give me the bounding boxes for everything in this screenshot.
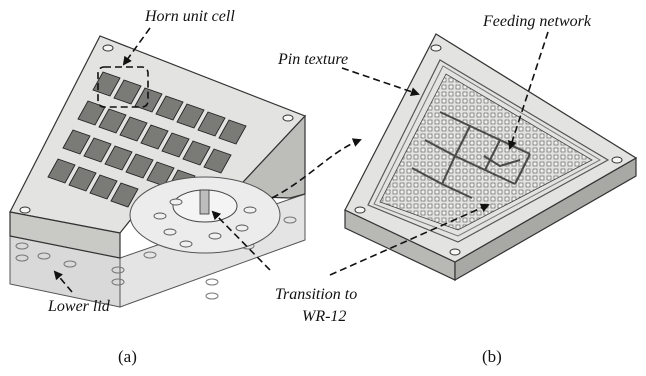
label-horn-unit-cell: Horn unit cell [144,8,235,25]
label-feeding-network: Feeding network [482,13,592,30]
panel-b-feed-plate [344,33,638,282]
mounting-holes-a [19,44,294,214]
horn-unit-cell-highlight [97,66,149,108]
arrow-feeding-network [507,31,549,150]
arrow-curved-link [271,138,362,199]
horn-block-side-right [228,114,306,199]
mounting-holes-b [354,44,623,256]
label-transition-line1: Transition to [275,286,357,303]
caption-a: (a) [118,347,137,366]
caption-b: (b) [482,347,502,366]
label-pin-texture: Pin texture [277,51,348,68]
arrow-lower-lid [53,270,73,293]
annotation-arrows [53,27,549,293]
arrow-horn-unit-cell [122,27,151,66]
arrow-transition-a [211,210,271,271]
arrow-pin-texture [341,67,420,96]
horn-array [47,71,247,208]
panel-a-antenna [9,35,307,308]
horn-block-side-left [9,211,121,259]
feeding-network-paths [411,111,531,199]
label-lower-lid: Lower lid [47,298,111,315]
transition-cutaway [129,176,281,254]
arrow-transition-b [329,203,490,276]
label-transition-line2: WR-12 [302,308,346,325]
pin-texture-field [379,73,593,231]
